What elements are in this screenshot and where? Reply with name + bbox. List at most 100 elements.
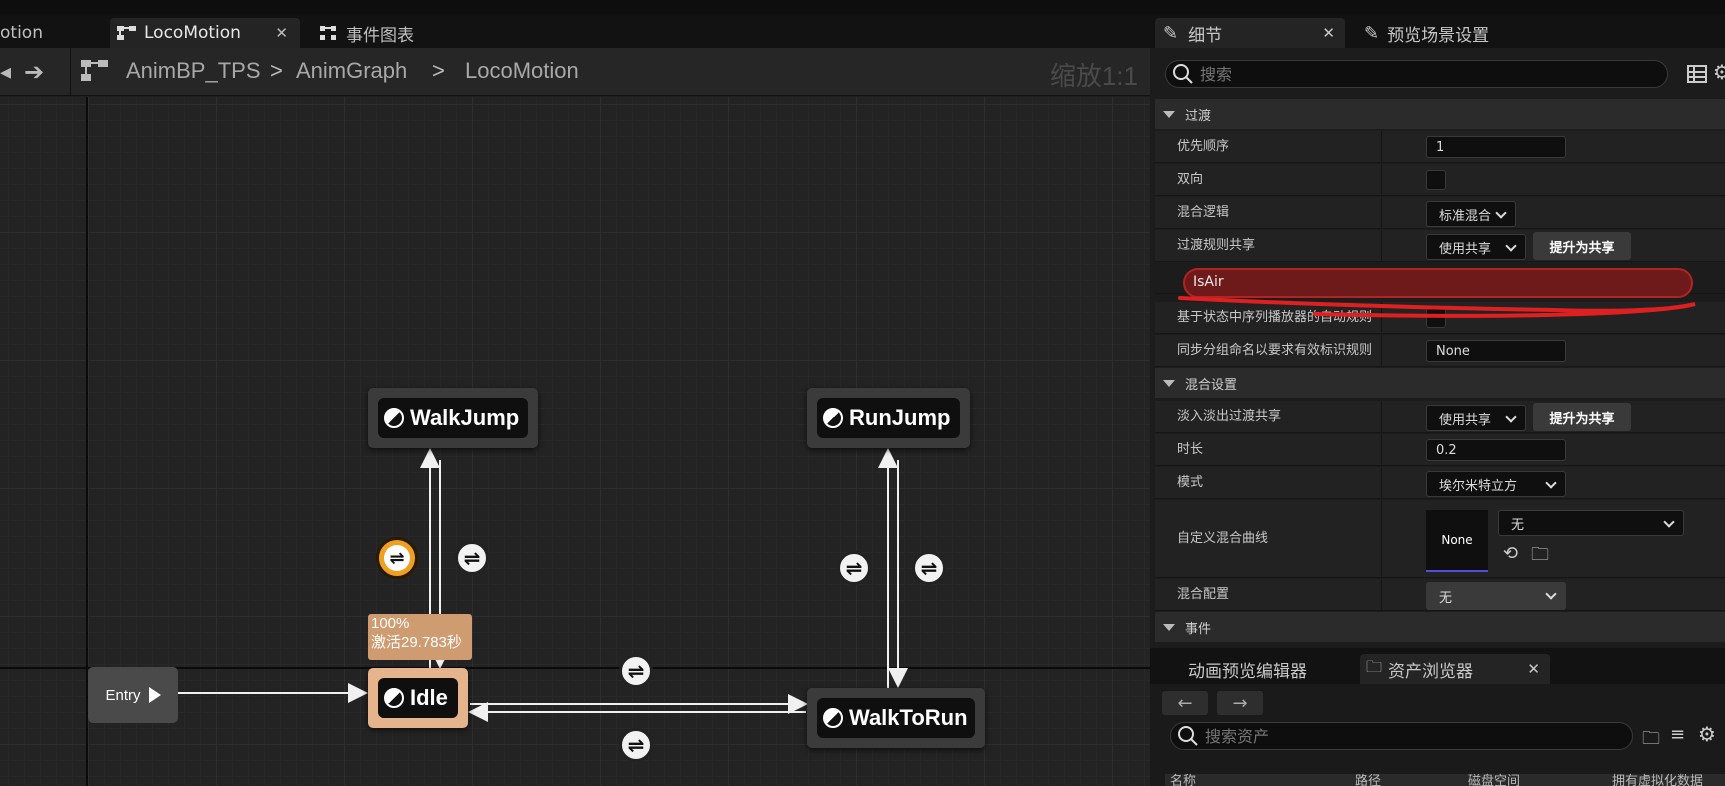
close-icon[interactable]: ✕ <box>275 24 288 42</box>
rule-share-dropdown[interactable]: 使用共享 <box>1426 234 1526 260</box>
row-label: 混合配置 <box>1177 587 1230 602</box>
gear-icon[interactable]: ⚙ <box>1698 722 1716 746</box>
tab-label: 预览场景设置 <box>1387 25 1490 46</box>
close-icon[interactable]: ✕ <box>1527 660 1540 678</box>
pencil-icon: ✎ <box>1364 22 1380 44</box>
origin-axis-horizontal <box>0 667 1150 669</box>
section-blend-settings[interactable]: 混合设置 <box>1155 368 1725 398</box>
mode-dropdown[interactable]: 埃尔米特立方 <box>1426 471 1566 497</box>
column-header[interactable]: 路径 <box>1355 774 1382 786</box>
crossfade-share-dropdown[interactable]: 使用共享 <box>1426 405 1526 431</box>
transition-badge[interactable]: ⇌ <box>837 551 871 585</box>
transition-badge-selected[interactable]: ⇌ <box>376 537 418 579</box>
tab-preview-scene-settings[interactable]: ✎ 预览场景设置 <box>1360 18 1560 48</box>
search-input[interactable] <box>1205 726 1625 746</box>
gear-icon[interactable]: ⚙ <box>1713 60 1725 84</box>
section-title: 混合设置 <box>1185 377 1238 393</box>
filter-icon[interactable]: ≡ <box>1670 724 1686 745</box>
details-search-row: ⚙ <box>1150 48 1725 100</box>
collapse-caret-icon <box>1163 379 1175 387</box>
chevron-down-icon <box>1545 477 1557 489</box>
priority-field[interactable]: 1 <box>1426 136 1566 158</box>
state-label: RunJump <box>849 405 951 430</box>
entry-node[interactable]: Entry <box>88 667 178 723</box>
zoom-level: 缩放1:1 <box>1049 61 1138 91</box>
transition-icon: ⇌ <box>463 546 481 570</box>
curve-asset-dropdown[interactable]: 无 <box>1498 510 1684 536</box>
tab-event-graph[interactable]: 事件图表 <box>312 18 452 48</box>
tab-asset-browser[interactable]: 🗀 资产浏览器 ✕ <box>1360 654 1550 684</box>
row-label: 时长 <box>1177 442 1204 457</box>
row-sync-group: 同步分组命名以要求有效标识规则 None <box>1155 335 1725 367</box>
back-arrow-icon[interactable]: ← <box>1162 691 1208 715</box>
tab-locomotion[interactable]: LocoMotion ✕ <box>110 18 300 48</box>
curve-thumbnail[interactable]: None <box>1426 510 1488 572</box>
state-machine-icon <box>81 60 108 81</box>
state-node-runjump[interactable]: RunJump <box>807 388 970 448</box>
row-label: 混合逻辑 <box>1177 205 1230 220</box>
breadcrumb-item[interactable]: AnimBP_TPS <box>126 58 261 83</box>
section-transition[interactable]: 过渡 <box>1155 99 1725 129</box>
state-node-walkjump[interactable]: WalkJump <box>368 388 538 448</box>
promote-to-shared-button[interactable]: 提升为共享 <box>1533 403 1631 431</box>
state-node-idle[interactable]: Idle <box>368 668 468 728</box>
divider <box>70 48 71 96</box>
details-search[interactable] <box>1165 60 1668 88</box>
column-header[interactable]: 拥有虚拟化数据 <box>1612 774 1704 786</box>
forward-arrow-icon[interactable]: → <box>1217 691 1263 715</box>
column-header[interactable]: 磁盘空间 <box>1468 774 1521 786</box>
state-icon <box>384 688 404 708</box>
collapse-caret-icon <box>1163 623 1175 631</box>
folder-view-icon[interactable]: 🗀 <box>1642 728 1660 749</box>
close-icon[interactable]: ✕ <box>1322 24 1335 42</box>
transition-icon: ⇌ <box>627 733 645 757</box>
breadcrumb-item[interactable]: LocoMotion <box>465 58 579 83</box>
details-tab-bar: ✎ 细节 ✕ ✎ 预览场景设置 <box>1150 14 1725 48</box>
state-label: WalkToRun <box>849 705 968 730</box>
state-node-walktorun[interactable]: WalkToRun <box>807 688 985 748</box>
section-events[interactable]: 事件 <box>1155 612 1725 642</box>
tab-label: 动画预览编辑器 <box>1188 661 1307 682</box>
dropdown-value: 埃尔米特立方 <box>1439 478 1518 494</box>
transition-badge[interactable]: ⇌ <box>619 728 653 762</box>
tab-anim-preview-editor[interactable]: 动画预览编辑器 <box>1155 654 1335 684</box>
promote-to-shared-button[interactable]: 提升为共享 <box>1533 232 1631 260</box>
transition-badge[interactable]: ⇌ <box>912 551 946 585</box>
transition-rule-isair[interactable]: IsAir <box>1183 268 1693 298</box>
tab-anim-graph-partial[interactable]: otion <box>0 18 100 48</box>
use-selected-icon[interactable]: ⟲ <box>1503 543 1519 564</box>
search-input[interactable] <box>1200 64 1660 84</box>
breadcrumb-item[interactable]: AnimGraph <box>296 58 408 83</box>
chevron-down-icon <box>1505 411 1517 423</box>
graph-canvas[interactable] <box>0 97 1150 786</box>
table-view-icon[interactable] <box>1687 65 1707 83</box>
back-arrow-icon[interactable]: ◂ <box>0 60 12 85</box>
column-header[interactable]: 名称 <box>1170 774 1197 786</box>
state-label: Idle <box>410 685 448 710</box>
bidirectional-checkbox[interactable] <box>1426 170 1446 190</box>
state-icon <box>823 408 843 428</box>
row-rule-share: 过渡规则共享 使用共享 提升为共享 <box>1155 230 1725 262</box>
row-label: 淡入淡出过渡共享 <box>1177 409 1282 424</box>
transition-badge[interactable]: ⇌ <box>619 654 653 688</box>
chevron-right-icon: > <box>270 58 283 83</box>
state-icon <box>823 708 843 728</box>
row-custom-blend-curve: 自定义混合曲线 None 无 ⟲ 🗀 <box>1155 500 1725 578</box>
transition-icon: ⇌ <box>384 545 410 571</box>
duration-field[interactable]: 0.2 <box>1426 439 1566 461</box>
forward-arrow-icon[interactable]: ➔ <box>24 58 45 86</box>
tab-details[interactable]: ✎ 细节 ✕ <box>1155 18 1345 48</box>
blend-logic-dropdown[interactable]: 标准混合 <box>1426 201 1516 227</box>
auto-rule-checkbox[interactable] <box>1426 308 1446 328</box>
sync-group-field[interactable]: None <box>1426 340 1566 362</box>
breadcrumb: ◂ ➔ AnimBP_TPS > AnimGraph > LocoMotion … <box>0 48 1150 96</box>
row-label: 过渡规则共享 <box>1177 238 1256 253</box>
chevron-down-icon <box>1663 516 1675 528</box>
blend-profile-dropdown[interactable]: 无 <box>1426 582 1566 610</box>
browse-folder-icon[interactable]: 🗀 <box>1531 544 1549 565</box>
pencil-icon: ✎ <box>1163 22 1179 44</box>
transition-badge[interactable]: ⇌ <box>455 541 489 575</box>
asset-search[interactable] <box>1170 722 1633 750</box>
dropdown-value: 使用共享 <box>1439 241 1492 257</box>
row-label: 模式 <box>1177 475 1204 490</box>
